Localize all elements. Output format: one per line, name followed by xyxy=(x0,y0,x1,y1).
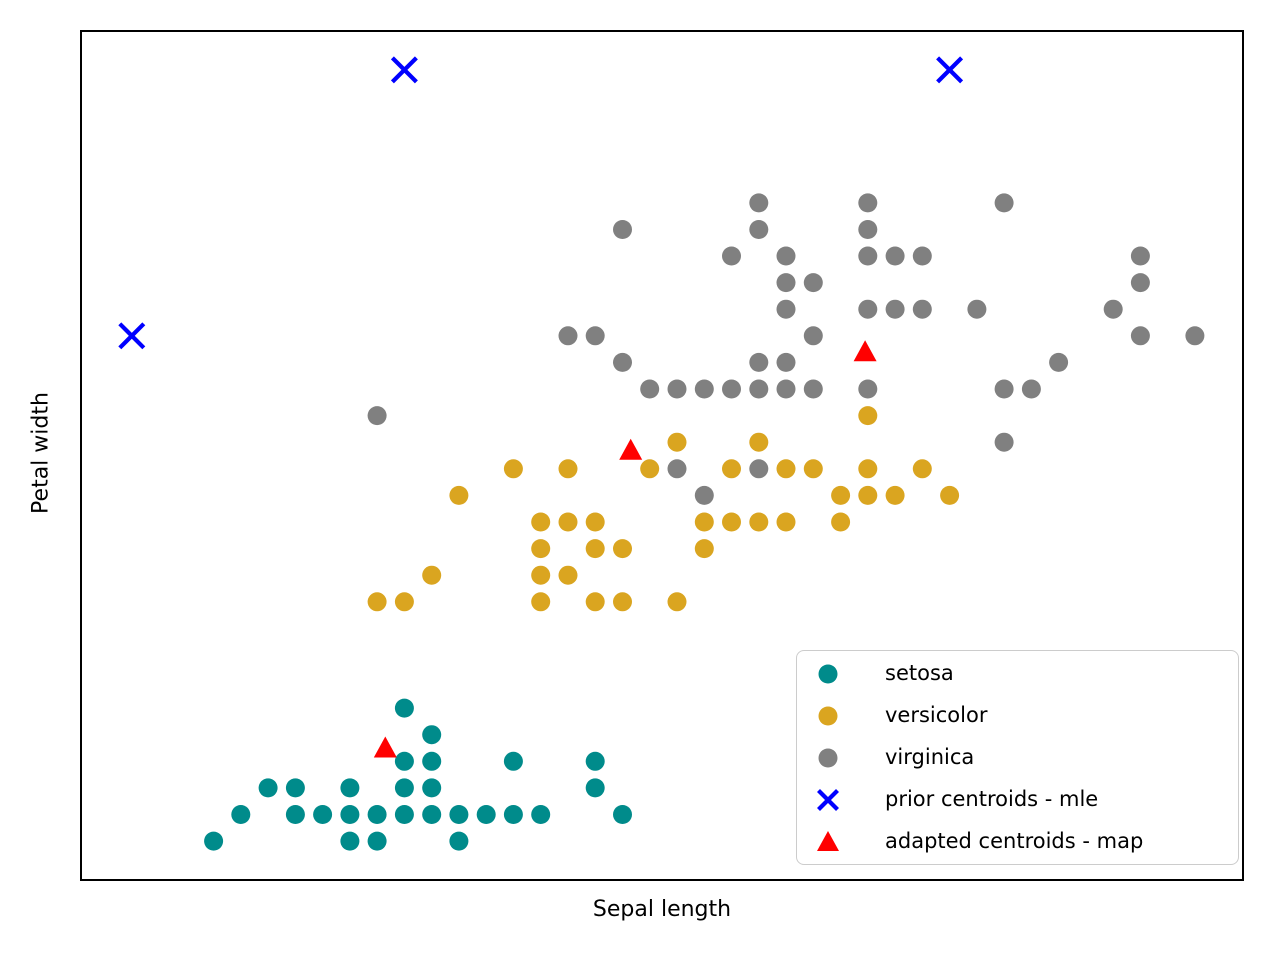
versicolor-circle-icon xyxy=(818,706,838,725)
legend-item-virginica: virginica xyxy=(797,737,1238,779)
legend-item-setosa: setosa xyxy=(797,653,1238,695)
legend-label: virginica xyxy=(885,745,975,769)
legend-label: adapted centroids - map xyxy=(885,829,1144,853)
setosa-circle-icon xyxy=(818,664,838,683)
x-marker-icon xyxy=(817,788,839,811)
legend: setosa versicolor virginica prior centro… xyxy=(796,650,1239,865)
legend-item-prior-centroids-mle: prior centroids - mle xyxy=(797,779,1238,821)
legend-label: versicolor xyxy=(885,703,988,727)
legend-label: setosa xyxy=(885,661,954,685)
virginica-circle-icon xyxy=(818,748,838,767)
legend-label: prior centroids - mle xyxy=(885,787,1099,811)
legend-item-adapted-centroids-map: adapted centroids - map xyxy=(797,821,1238,863)
legend-item-versicolor: versicolor xyxy=(797,695,1238,737)
x-axis-label: Sepal length xyxy=(592,897,732,922)
triangle-marker-icon xyxy=(817,830,839,851)
y-axis-label: Petal width xyxy=(28,392,54,514)
